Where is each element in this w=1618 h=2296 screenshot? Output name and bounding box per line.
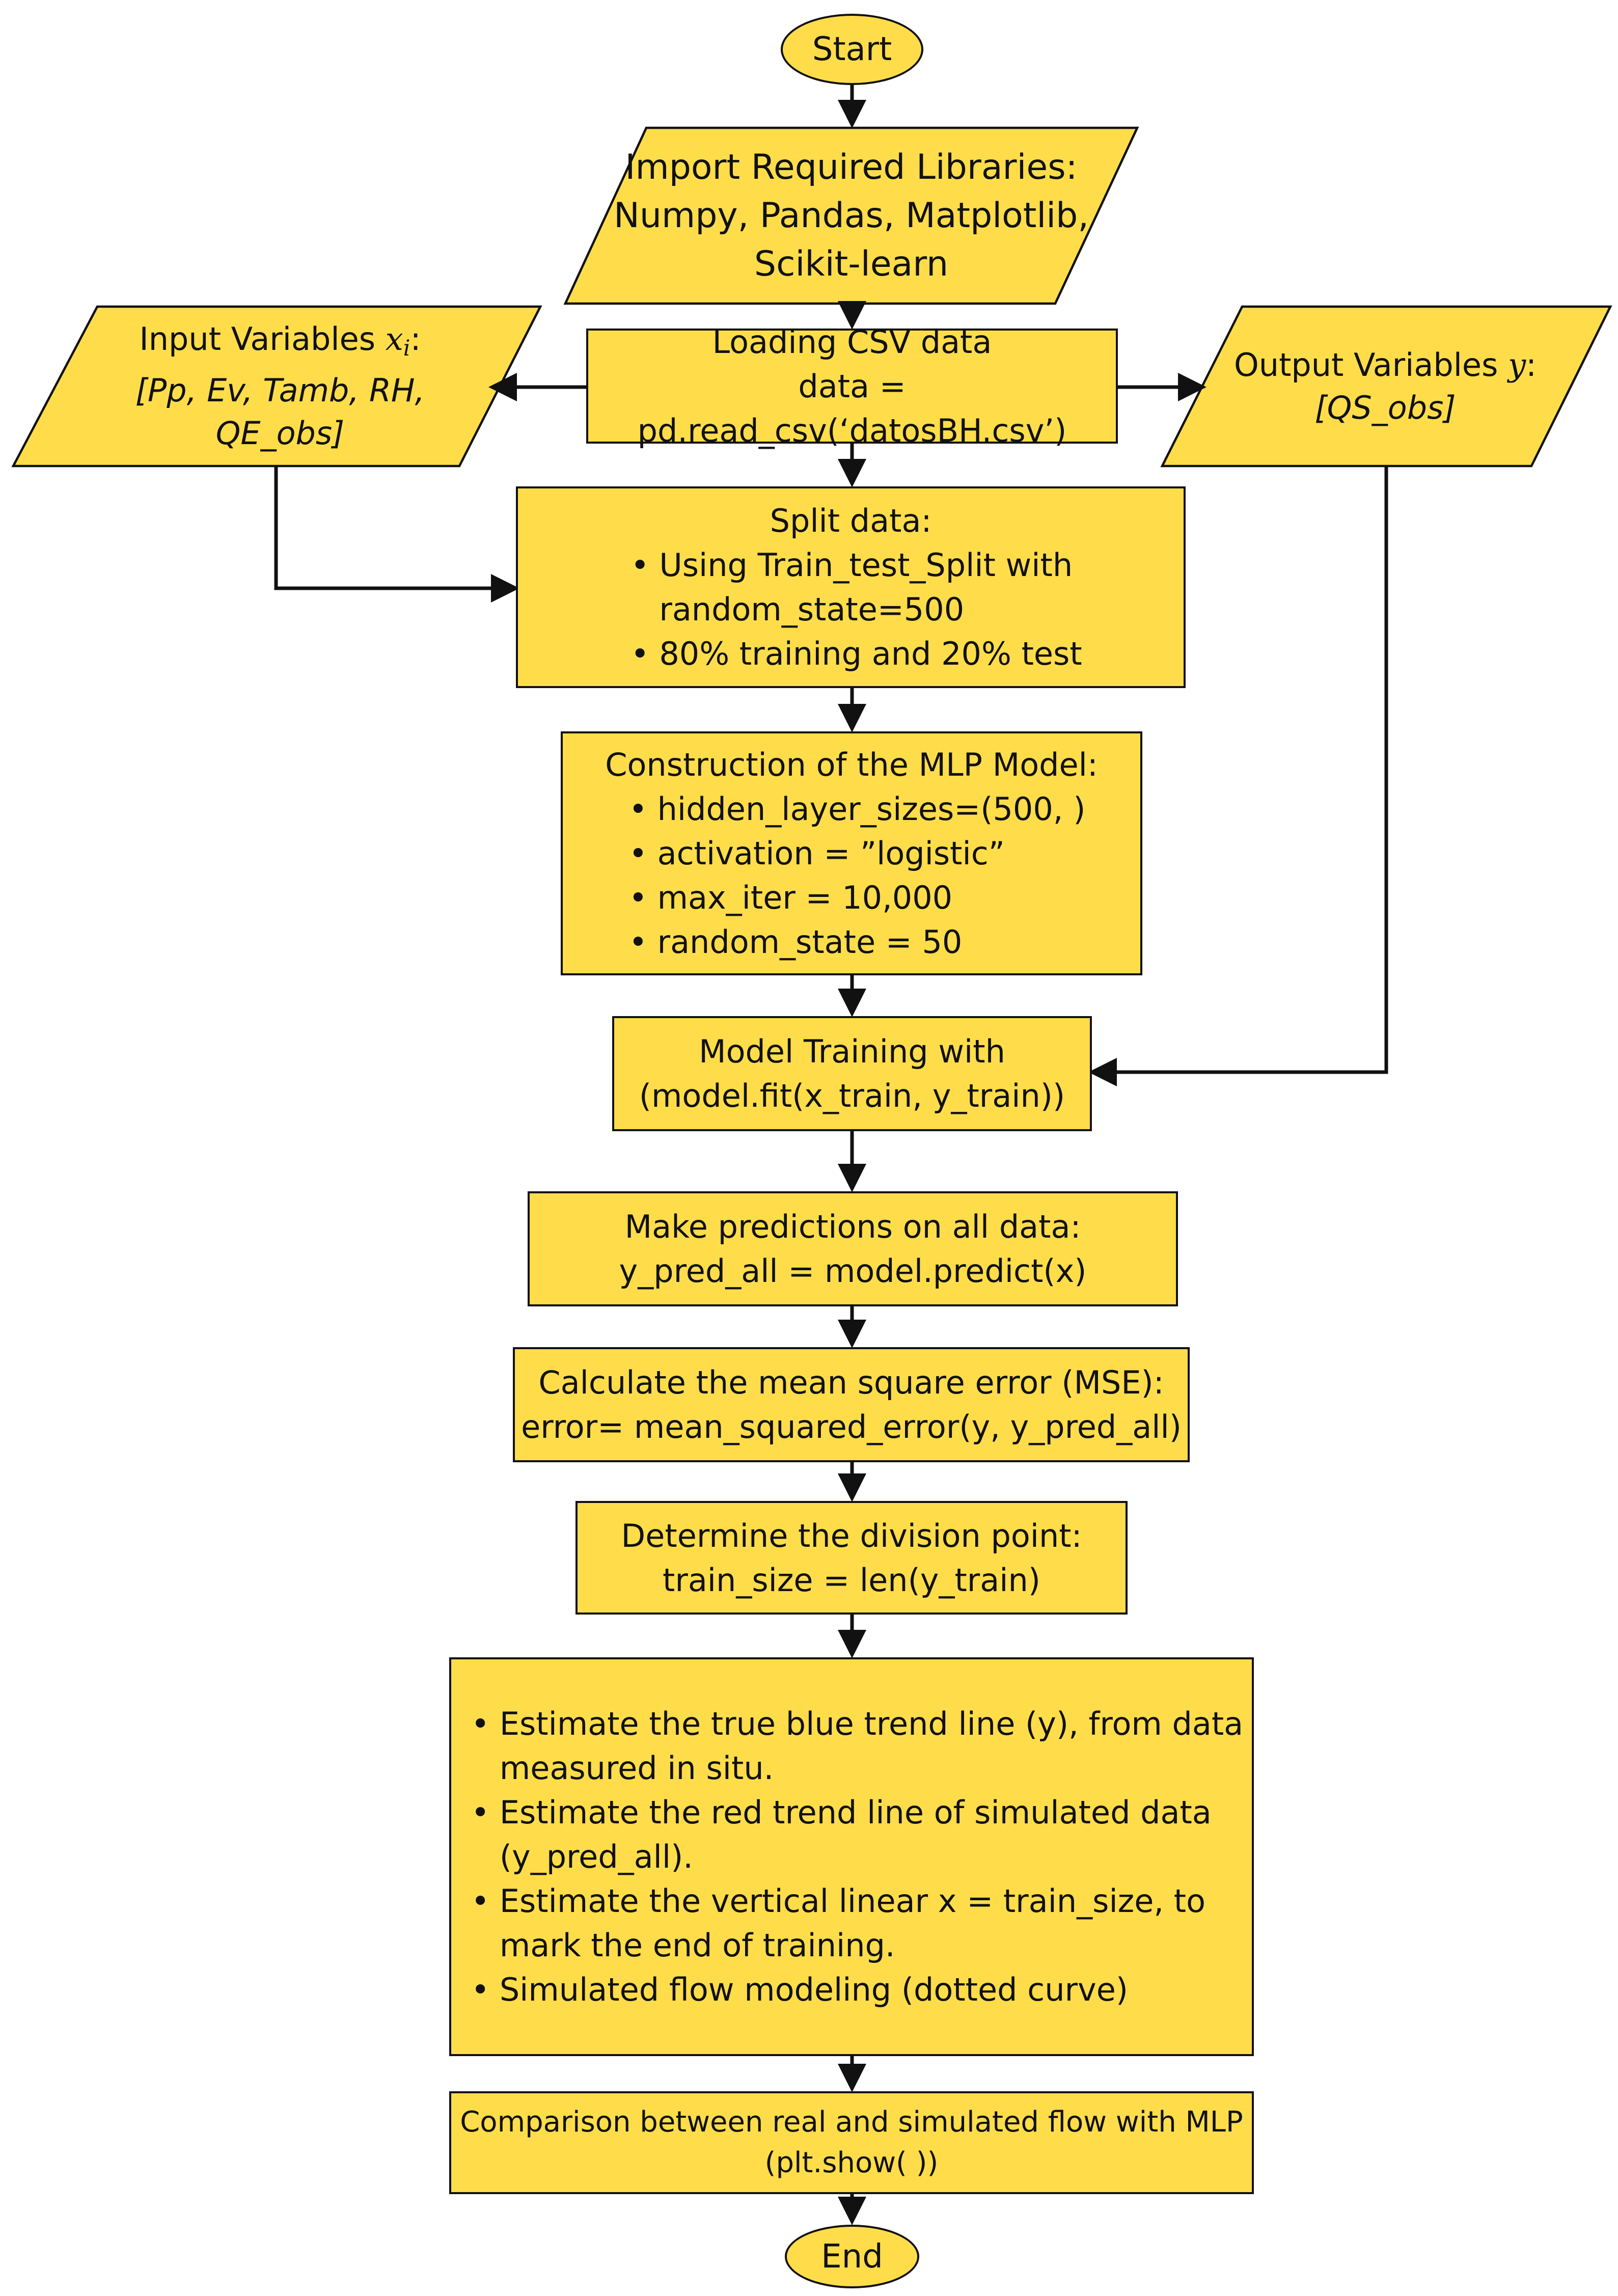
trend-continuation: (y_pred_all). xyxy=(499,1838,694,1875)
comparison-box: Comparison between real and simulated fl… xyxy=(449,2091,1254,2194)
split-data-box: Split data: Using Train_test_Split with … xyxy=(516,486,1186,688)
mse-box: Calculate the mean square error (MSE): e… xyxy=(513,1347,1190,1462)
comparison-line2: (plt.show( )) xyxy=(764,2146,939,2179)
libraries-parallelogram xyxy=(563,126,1139,305)
load-csv-line2: data = pd.read_csv(‘datosBH.csv’) xyxy=(637,367,1067,449)
libraries-line2: Numpy, Pandas, Matplotlib, xyxy=(614,196,1089,236)
division-point-line1: Determine the division point: xyxy=(621,1517,1082,1554)
trend-bullet: Simulated flow modeling (dotted curve) xyxy=(460,1967,1243,2012)
mlp-param-bullet: activation = ”logistic” xyxy=(618,831,1086,876)
trend-bullet: Estimate the true blue trend line (y), f… xyxy=(460,1702,1243,1746)
trend-bullet: Estimate the vertical linear x = train_s… xyxy=(460,1879,1243,1923)
model-training-line1: Model Training with xyxy=(699,1033,1005,1070)
libraries-line3: Scikit-learn xyxy=(754,244,949,284)
mlp-param-bullet: random_state = 50 xyxy=(618,920,1086,964)
predictions-line2: y_pred_all = model.predict(x) xyxy=(619,1252,1087,1290)
load-csv-box: Loading CSV data data = pd.read_csv(‘dat… xyxy=(586,323,1118,449)
input-variables-parallelogram xyxy=(11,305,542,468)
mlp-construction-box: Construction of the MLP Model: hidden_la… xyxy=(561,731,1142,975)
split-data-continuation: random_state=500 xyxy=(659,591,965,628)
load-csv-line1: Loading CSV data xyxy=(712,323,992,361)
split-data-list: Using Train_test_Split with random_state… xyxy=(619,543,1082,676)
trend-lines-list: Estimate the true blue trend line (y), f… xyxy=(460,1702,1243,2012)
output-variables-symbol: y xyxy=(1508,346,1526,384)
input-variables-title: Input Variables xi: xyxy=(139,318,421,370)
model-training-line2: (model.fit(x_train, y_train)) xyxy=(639,1077,1065,1114)
output-variables-list: [QS_obs] xyxy=(1314,389,1456,426)
input-variables-colon: : xyxy=(410,320,421,358)
predictions-box: Make predictions on all data: y_pred_all… xyxy=(528,1191,1178,1306)
end-terminal: End xyxy=(785,2225,919,2288)
mse-line1: Calculate the mean square error (MSE): xyxy=(538,1364,1164,1401)
libraries-line1: Import Required Libraries: xyxy=(625,147,1078,187)
trend-continuation: measured in situ. xyxy=(499,1750,774,1787)
split-data-title: Split data: xyxy=(770,502,932,539)
trend-bullet: Estimate the red trend line of simulated… xyxy=(460,1790,1243,1835)
mlp-param-bullet: hidden_layer_sizes=(500, ) xyxy=(618,787,1086,831)
comparison-line1: Comparison between real and simulated fl… xyxy=(460,2106,1243,2139)
output-variables-title: Output Variables y: xyxy=(1234,344,1537,387)
arrow-output-to-train xyxy=(1088,466,1388,1086)
libraries-text: Import Required Libraries: Numpy, Pandas… xyxy=(606,128,1096,304)
mlp-param-bullet: max_iter = 10,000 xyxy=(618,876,1086,920)
model-training-box: Model Training with (model.fit(x_train, … xyxy=(612,1016,1092,1131)
input-variables-list: [Pp, Ev, Tamb, RH, QE_obs] xyxy=(135,372,425,452)
output-variables-label: Output Variables xyxy=(1233,346,1509,384)
division-point-line2: train_size = len(y_train) xyxy=(663,1561,1040,1599)
trend-continuation: mark the end of training. xyxy=(499,1927,895,1964)
output-variables-text: Output Variables y: [QS_obs] xyxy=(1202,307,1569,466)
input-variables-label: Input Variables xyxy=(139,320,386,358)
split-data-bullet: Using Train_test_Split with xyxy=(619,543,1082,587)
arrow-input-to-split xyxy=(274,466,519,603)
start-label: Start xyxy=(812,31,892,68)
start-terminal: Start xyxy=(781,14,923,85)
mse-line2: error= mean_squared_error(y, y_pred_all) xyxy=(521,1408,1182,1445)
input-variables-text: Input Variables xi: [Pp, Ev, Tamb, RH, Q… xyxy=(66,307,494,466)
trend-lines-box: Estimate the true blue trend line (y), f… xyxy=(449,1657,1254,2056)
split-data-bullet: 80% training and 20% test xyxy=(619,632,1082,676)
input-variables-subscript: i xyxy=(403,335,410,361)
input-variables-symbol: x xyxy=(385,320,403,358)
division-point-box: Determine the division point: train_size… xyxy=(575,1501,1128,1615)
output-variables-parallelogram xyxy=(1160,305,1612,468)
mlp-construction-title: Construction of the MLP Model: xyxy=(605,746,1098,783)
output-variables-colon: : xyxy=(1526,346,1537,384)
end-label: End xyxy=(821,2237,883,2276)
mlp-construction-list: hidden_layer_sizes=(500, ) activation = … xyxy=(618,787,1086,964)
predictions-line1: Make predictions on all data: xyxy=(624,1208,1081,1245)
